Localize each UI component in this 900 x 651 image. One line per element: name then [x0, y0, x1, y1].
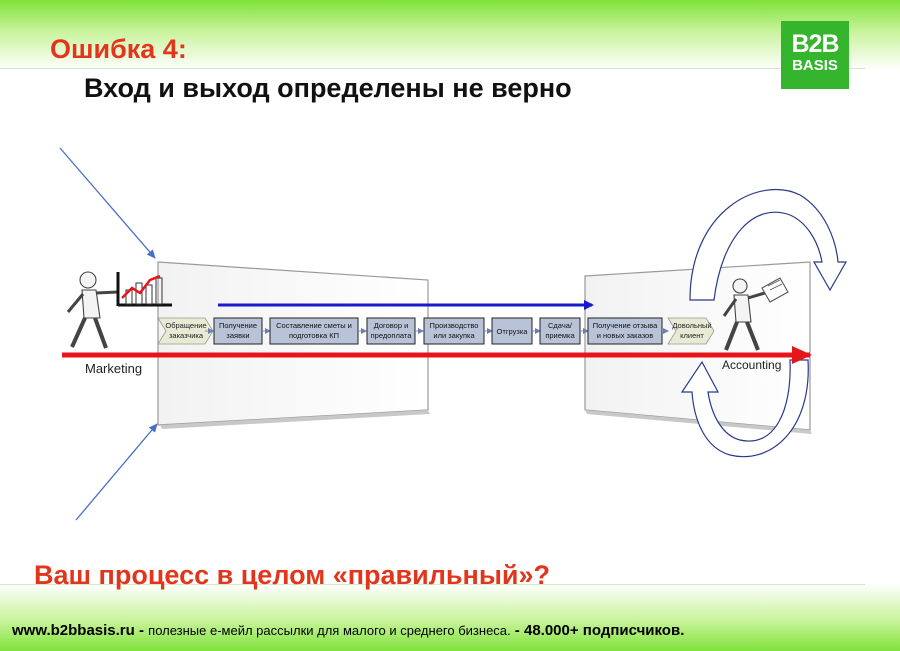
- process-step-2-line1: Составление сметы и: [276, 321, 352, 330]
- process-start-chevron: [157, 317, 214, 345]
- accountant-figure-icon: [722, 277, 789, 351]
- process-step-6-line2: приемка: [545, 331, 575, 340]
- process-step-7: [587, 317, 663, 345]
- input-arrow-top: [59, 147, 156, 259]
- process-end-line2: клиент: [680, 331, 704, 340]
- slide-subtitle: Вход и выход определены не верно: [84, 73, 572, 103]
- cycle-arrow-lower: [680, 359, 809, 458]
- footer-description: полезные е-мейл рассылки для малого и ср…: [148, 623, 511, 638]
- header-band: [0, 0, 900, 70]
- cycle-arrow-upper: [689, 189, 848, 301]
- output-label: Accounting: [722, 358, 781, 372]
- footer-separator: -: [510, 622, 524, 639]
- left-panel-shadow: [160, 410, 430, 429]
- process-start-line2: заказчика: [169, 331, 204, 340]
- process-step-2-line2: подготовка КП: [289, 331, 339, 340]
- process-step-1-line2: заявки: [226, 331, 249, 340]
- header-divider: [0, 68, 865, 69]
- process-step-3-line2: предоплата: [371, 331, 413, 340]
- process-step-7-line1: Получение отзыва: [593, 321, 658, 330]
- process-step-4: [423, 317, 485, 345]
- process-steps: Обращение заказчика Получение заявки Сос…: [157, 317, 715, 345]
- input-label: Marketing: [85, 361, 142, 376]
- footer-divider: [0, 584, 865, 585]
- input-arrow-bottom: [75, 423, 158, 521]
- process-step-7-line2: и новых заказов: [597, 331, 653, 340]
- process-start-line1: Обращение: [165, 321, 206, 330]
- process-step-4-line2: или закупка: [433, 331, 475, 340]
- footer-website-link[interactable]: www.b2bbasis.ru: [12, 622, 135, 639]
- footer-text: www.b2bbasis.ru - полезные е-мейл рассыл…: [12, 622, 684, 639]
- process-step-3-line1: Договор и: [374, 321, 409, 330]
- process-step-1-line1: Получение: [219, 321, 257, 330]
- slide-title: Ошибка 4:: [50, 34, 187, 64]
- process-step-5-line1: Отгрузка: [497, 327, 529, 336]
- process-step-6-line1: Сдача/: [548, 321, 573, 330]
- process-end-line1: Довольный: [672, 321, 711, 330]
- logo-line-2: BASIS: [792, 57, 838, 74]
- footer-subscribers: 48.000+ подписчиков.: [523, 622, 685, 639]
- process-step-4-line1: Производство: [430, 321, 479, 330]
- process-step-3: [366, 317, 416, 345]
- growth-chart-icon: [116, 272, 172, 307]
- closing-question: Ваш процесс в целом «правильный»?: [34, 560, 550, 590]
- footer-separator: -: [134, 622, 149, 639]
- process-end-chevron: [667, 317, 715, 345]
- b2b-basis-logo: B2B BASIS: [781, 21, 849, 89]
- presenter-figure-icon: [66, 271, 119, 349]
- cycle-arrows: [680, 189, 848, 458]
- process-step-1: [213, 317, 263, 345]
- process-step-5: [491, 317, 533, 345]
- footer-band: [0, 583, 900, 651]
- process-step-2: [269, 317, 359, 345]
- process-step-6: [539, 317, 581, 345]
- logo-line-1: B2B: [791, 30, 839, 58]
